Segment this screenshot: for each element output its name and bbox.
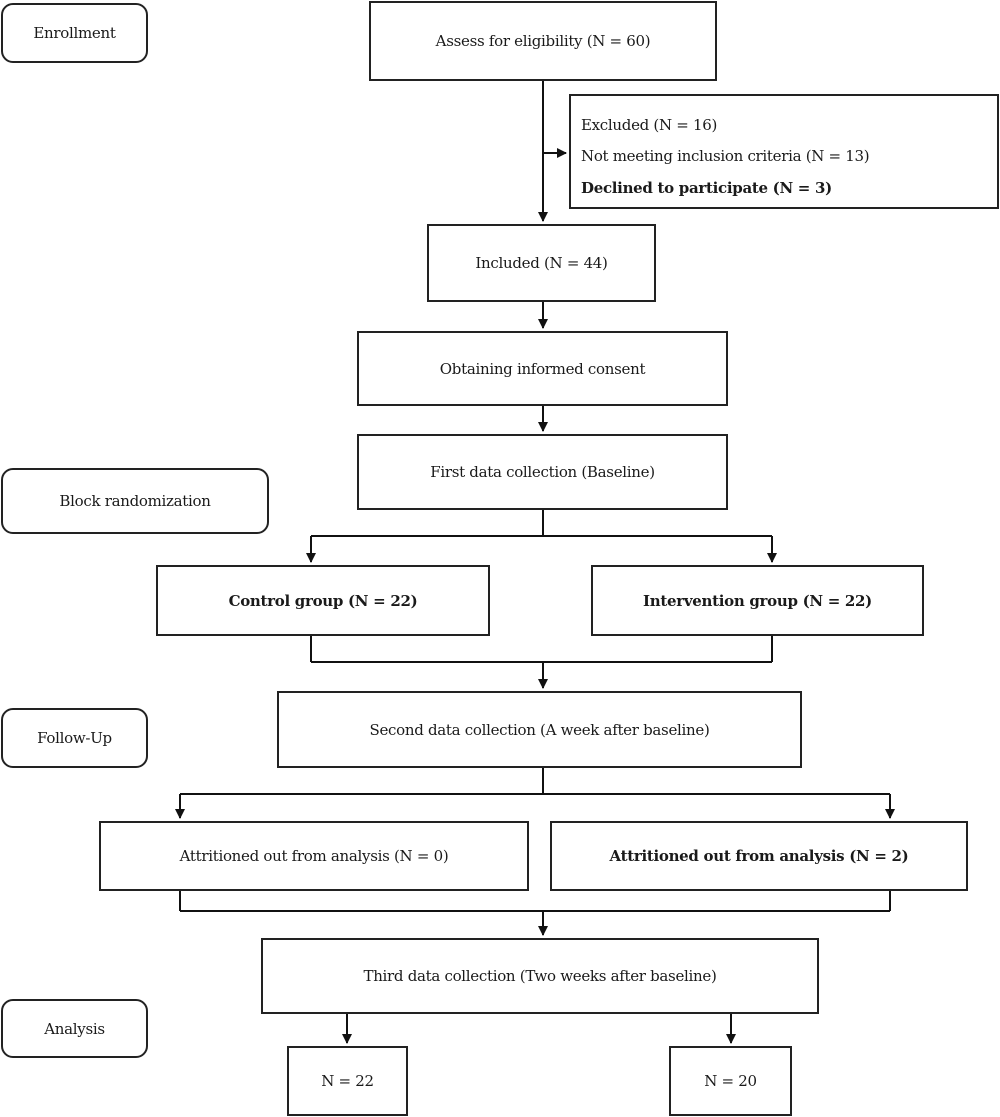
box-attrition-intervention: Attritioned out from analysis (N = 2) [550, 821, 968, 891]
box-second-data-collection: Second data collection (A week after bas… [277, 691, 802, 768]
box-included: Included (N = 44) [427, 224, 656, 302]
box-final-control: N = 22 [287, 1046, 408, 1116]
box-excluded: Excluded (N = 16) Not meeting inclusion … [569, 94, 999, 209]
box-attrition-control: Attritioned out from analysis (N = 0) [99, 821, 529, 891]
excluded-declined: Declined to participate (N = 3) [581, 179, 832, 197]
box-informed-consent: Obtaining informed consent [357, 331, 728, 406]
excluded-total: Excluded (N = 16) [581, 116, 718, 134]
box-assess-eligibility: Assess for eligibility (N = 60) [369, 1, 717, 81]
box-intervention-group: Intervention group (N = 22) [591, 565, 924, 636]
stage-analysis: Analysis [1, 999, 148, 1058]
box-first-data-collection: First data collection (Baseline) [357, 434, 728, 510]
stage-enrollment: Enrollment [1, 3, 148, 63]
stage-block-randomization: Block randomization [1, 468, 269, 534]
excluded-not-meeting-criteria: Not meeting inclusion criteria (N = 13) [581, 147, 870, 165]
box-final-intervention: N = 20 [669, 1046, 792, 1116]
stage-follow-up: Follow-Up [1, 708, 148, 768]
box-third-data-collection: Third data collection (Two weeks after b… [261, 938, 819, 1014]
box-control-group: Control group (N = 22) [156, 565, 490, 636]
